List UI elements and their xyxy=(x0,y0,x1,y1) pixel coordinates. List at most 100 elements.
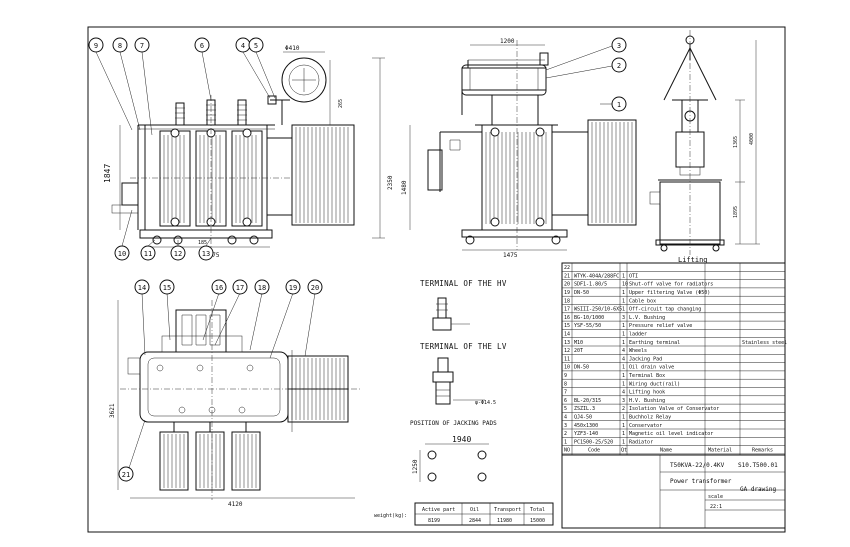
callouts-side: 3 2 1 xyxy=(611,37,627,112)
callout-5: 5 xyxy=(254,42,258,50)
weight-header-oil: Oil xyxy=(470,507,479,513)
parts-cell-code: 20T xyxy=(574,348,583,354)
parts-cell-qty: 10 xyxy=(622,282,628,288)
parts-cell-no: 6 xyxy=(564,398,567,404)
callout-11: 11 xyxy=(144,250,152,258)
callout-18: 18 xyxy=(258,284,266,292)
parts-header-remarks: Remarks xyxy=(752,448,773,454)
parts-cell-code: QJ4-50 xyxy=(574,415,592,421)
weight-header-total: Total xyxy=(530,507,545,513)
parts-cell-name: Pressure relief valve xyxy=(629,323,692,329)
weight-active: 8199 xyxy=(428,518,440,524)
parts-cell-qty: 1 xyxy=(622,365,625,371)
parts-cell-qty: 1 xyxy=(622,273,625,279)
dim-1200: 1200 xyxy=(500,38,515,45)
parts-header-qty: Qt xyxy=(621,448,627,454)
dim-3621: 3621 xyxy=(109,403,116,418)
title-scale: 22:1 xyxy=(710,504,722,510)
parts-cell-no: 21 xyxy=(564,273,570,279)
parts-cell-qty: 1 xyxy=(622,340,625,346)
dim-185: 185 xyxy=(198,240,207,246)
callout-12: 12 xyxy=(174,250,182,258)
terminal-details: TERMINAL OF THE HV TERMINAL OF THE LV φ-… xyxy=(410,279,507,482)
parts-cell-code: DN-50 xyxy=(574,290,589,296)
callout-17: 17 xyxy=(236,284,244,292)
parts-cell-code: YZF3-140 xyxy=(574,431,598,437)
parts-cell-no: 12 xyxy=(564,348,570,354)
parts-cell-name: L.V. Bushing xyxy=(629,315,665,321)
weight-header-transport: Transport xyxy=(494,507,521,513)
parts-header-no: NO xyxy=(564,448,570,454)
parts-cell-qty: 1 xyxy=(622,415,625,421)
dim-1480: 1480 xyxy=(401,180,408,195)
parts-cell-qty: 1 xyxy=(622,381,625,387)
jacking-depth-dim: 1250 xyxy=(412,459,419,474)
side-view: 1200 1480 1475 xyxy=(401,38,637,259)
parts-cell-remarks: Stainless steel xyxy=(742,340,787,346)
title-drawing-no: S10.T500.01 xyxy=(738,462,778,469)
callout-14: 14 xyxy=(138,284,146,292)
parts-cell-no: 2 xyxy=(564,431,567,437)
parts-cell-name: Isolation Valve of Conservator xyxy=(629,406,719,412)
dim-overall-height: 2350 xyxy=(387,175,394,190)
parts-cell-qty: 3 xyxy=(622,398,625,404)
parts-cell-name: Buchholz Relay xyxy=(629,415,671,421)
parts-cell-qty: 1 xyxy=(622,332,625,338)
parts-cell-no: 1 xyxy=(564,439,567,445)
weight-transport: 11980 xyxy=(497,518,512,524)
parts-cell-code: ZSZIL.3 xyxy=(574,406,595,412)
title-scale-label: scale xyxy=(708,494,723,500)
callout-8: 8 xyxy=(118,42,122,50)
callout-4: 4 xyxy=(241,42,245,50)
dim-4000: 4000 xyxy=(749,133,755,145)
top-view: 3621 4120 xyxy=(109,292,360,508)
parts-cell-name: Earthing terminal xyxy=(629,340,680,346)
weight-total: 15000 xyxy=(530,518,545,524)
parts-header-code: Code xyxy=(588,448,600,454)
parts-cell-no: 9 xyxy=(564,373,567,379)
dim-tank-height: 1847 xyxy=(103,164,112,183)
parts-cell-code: BL-20/315 xyxy=(574,398,601,404)
parts-cell-name: Cable box xyxy=(629,298,656,304)
parts-cell-qty: 1 xyxy=(622,323,625,329)
parts-cell-qty: 1 xyxy=(622,290,625,296)
parts-cell-qty: 1 xyxy=(622,373,625,379)
weight-table: weight(kg): Active part Oil Transport To… xyxy=(374,502,554,526)
parts-cell-name: H.V. Bushing xyxy=(629,398,665,404)
parts-cell-name: OTI xyxy=(629,273,638,279)
callout-2: 2 xyxy=(617,62,621,70)
parts-cell-name: Terminal Box xyxy=(629,373,665,379)
parts-cell-no: 5 xyxy=(564,406,567,412)
lifting-label: Lifting xyxy=(678,256,708,264)
parts-cell-no: 18 xyxy=(564,298,570,304)
parts-cell-no: 13 xyxy=(564,340,570,346)
parts-cell-code: 450x1300 xyxy=(574,423,598,429)
parts-cell-name: Jacking Pad xyxy=(629,356,662,362)
callout-10: 10 xyxy=(118,250,126,258)
callout-16: 16 xyxy=(215,284,223,292)
parts-cell-name: Magnetic oil level indicator xyxy=(629,431,713,437)
parts-cell-name: Radiator xyxy=(629,439,653,445)
parts-cell-qty: 4 xyxy=(622,356,625,362)
parts-cell-qty: 1 xyxy=(622,423,625,429)
parts-cell-name: Upper filtering Valve (Φ50) xyxy=(629,290,710,296)
callouts-front: 9 8 7 6 4 5 10 11 12 13 xyxy=(88,37,264,261)
parts-cell-no: 16 xyxy=(564,315,570,321)
dim-1365: 1365 xyxy=(733,136,739,148)
parts-cell-no: 4 xyxy=(564,415,567,421)
callout-15: 15 xyxy=(163,284,171,292)
title-name: Power transformer xyxy=(670,478,732,485)
parts-cell-qty: 4 xyxy=(622,348,625,354)
callouts-top: 14 15 16 17 18 19 20 21 xyxy=(118,279,323,482)
parts-cell-qty: 2 xyxy=(622,406,625,412)
parts-cell-no: 14 xyxy=(564,332,570,338)
weight-oil: 2844 xyxy=(469,518,481,524)
parts-cell-code: YSF-55/50 xyxy=(574,323,601,329)
parts-cell-no: 10 xyxy=(564,365,570,371)
weight-header-active: Active part xyxy=(422,507,455,513)
lv-terminal-title: TERMINAL OF THE LV xyxy=(420,342,507,351)
parts-header-name: Name xyxy=(660,448,672,454)
parts-cell-code: SDF1-1.80/5 xyxy=(574,282,607,288)
